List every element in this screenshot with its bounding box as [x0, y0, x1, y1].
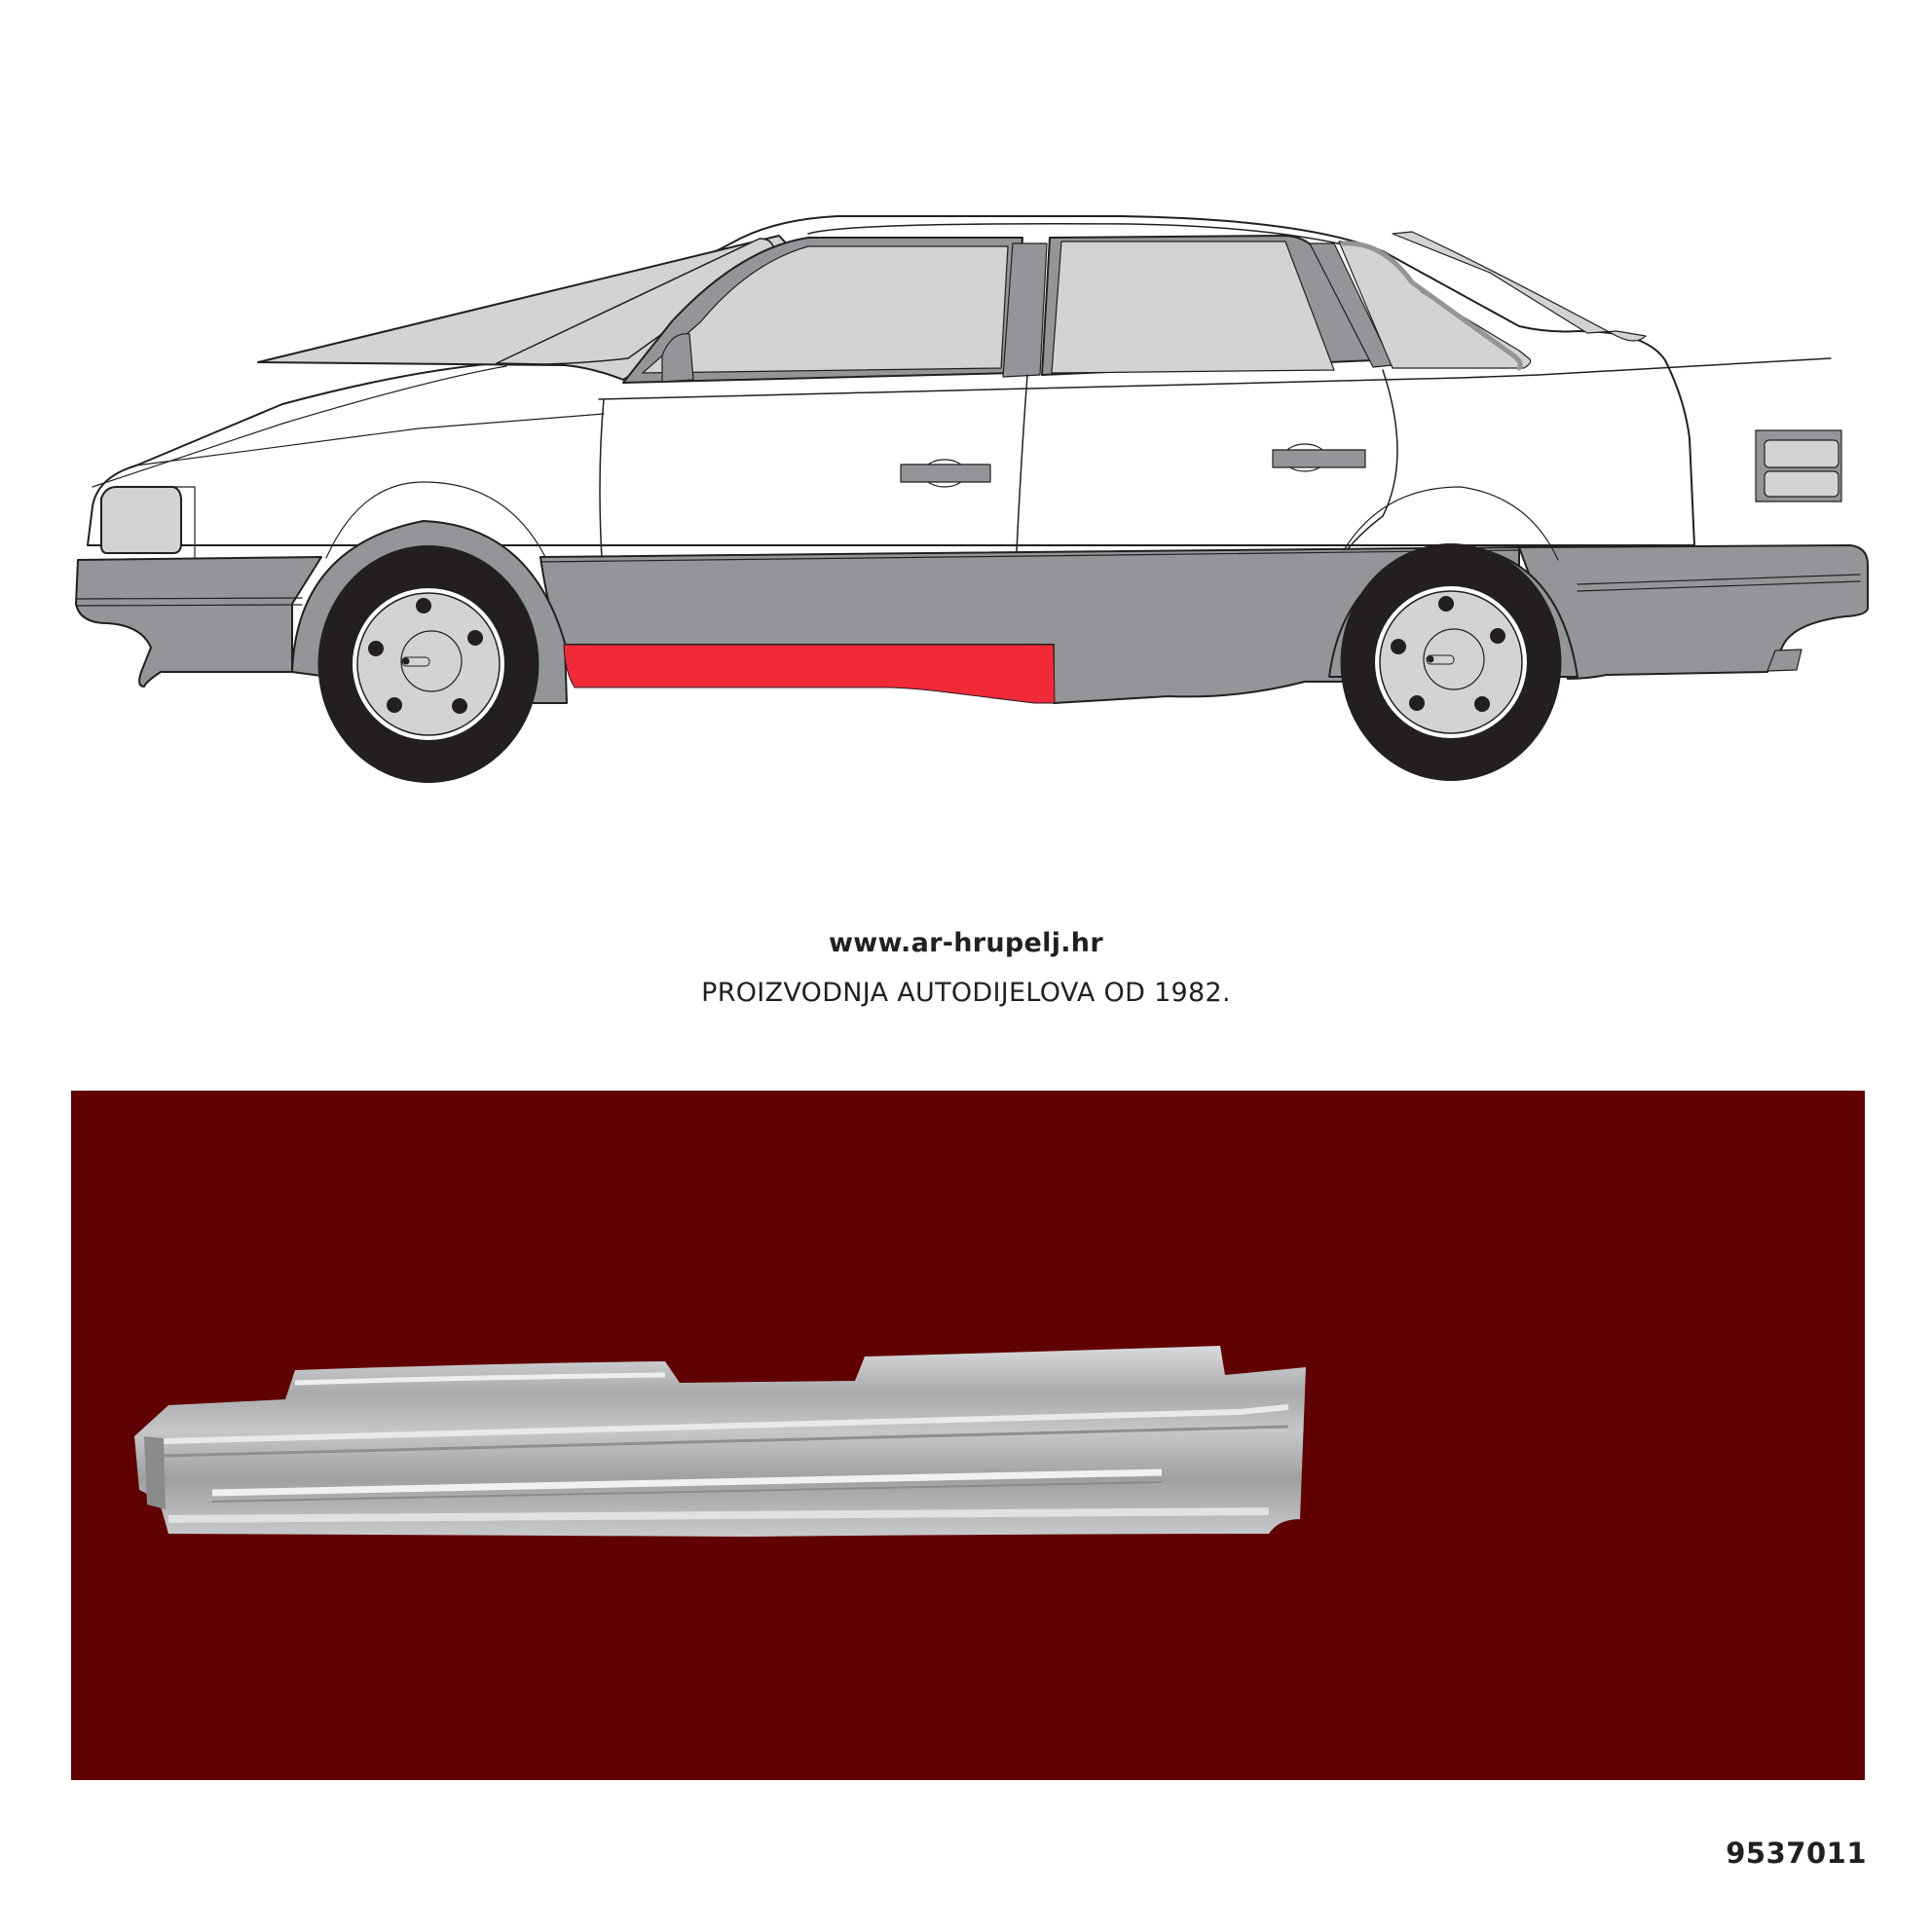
taillight-lower [1764, 470, 1839, 498]
car-illustration [75, 215, 1869, 783]
side-mirror [661, 333, 694, 383]
rear-bumper [1518, 544, 1869, 680]
front-bumper [75, 556, 322, 687]
front-door-handle [900, 464, 991, 483]
product-photo-panel [71, 1091, 1865, 1780]
website-url[interactable]: www.ar-hrupelj.hr [829, 928, 1103, 958]
rear-door-handle [1272, 449, 1366, 468]
taillight-upper [1764, 439, 1839, 468]
company-tagline: PROIZVODNJA AUTODIJELOVA OD 1982. [701, 978, 1231, 1008]
rear-window [1392, 231, 1647, 342]
rear-door-window [1051, 241, 1335, 374]
b-pillar [1002, 242, 1048, 378]
part-number: 9537011 [1726, 1837, 1867, 1870]
headlight [100, 486, 182, 554]
sill-part-photo [134, 1346, 1306, 1537]
highlighted-sill-part [563, 644, 1056, 704]
